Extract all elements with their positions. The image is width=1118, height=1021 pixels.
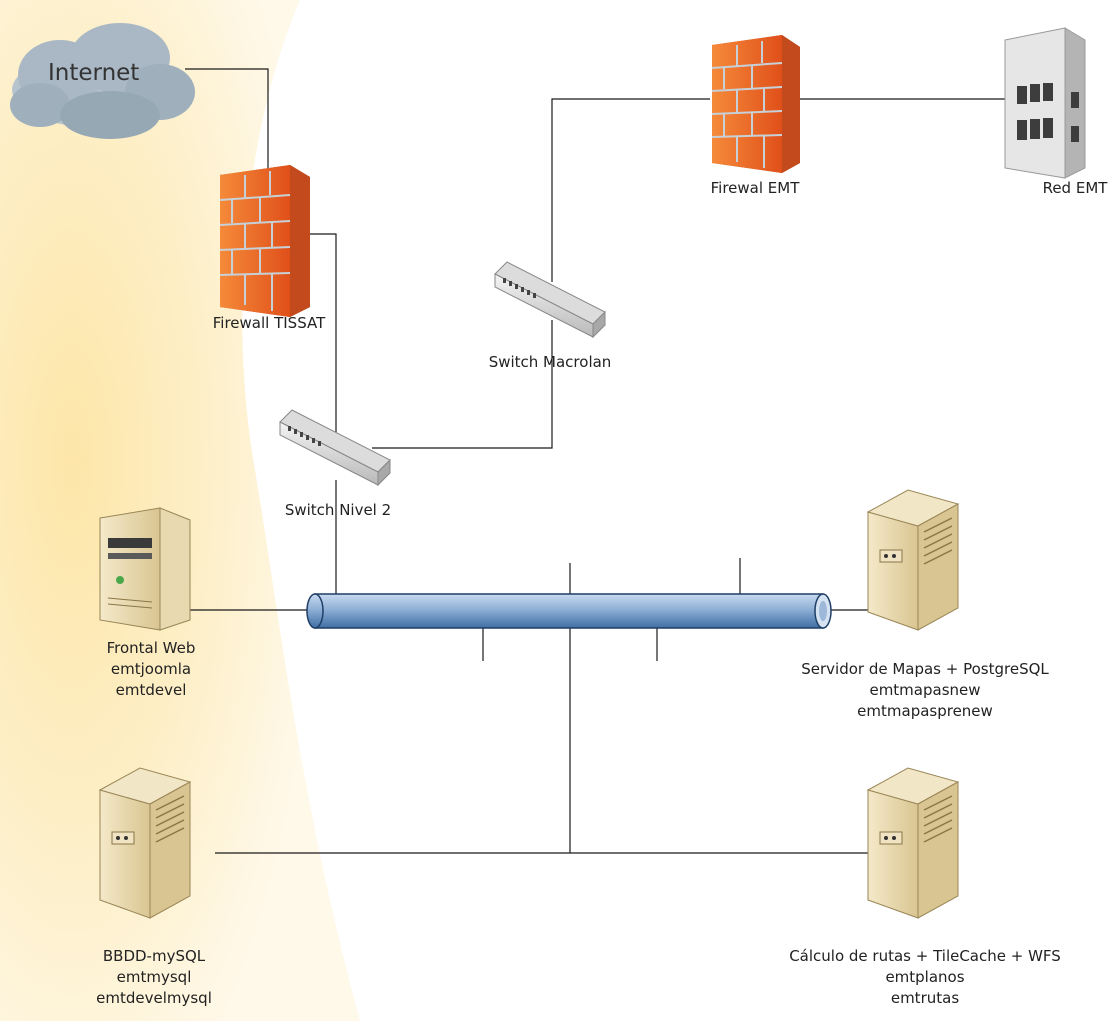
server-icon	[866, 489, 960, 631]
bbdd-mysql-host-2: emtdevelmysql	[96, 989, 212, 1007]
firewall-icon	[711, 35, 800, 173]
servidor-mapas-host-1: emtmapasnew	[869, 681, 981, 699]
calculo-rutas-host-1: emtplanos	[885, 968, 965, 986]
switch-macrolan-label: Switch Macrolan	[488, 353, 612, 371]
server-icon	[98, 767, 192, 919]
switch-icon	[494, 261, 606, 339]
red-emt-label: Red EMT	[1042, 179, 1108, 197]
calculo-rutas-label: Cálculo de rutas + TileCache + WFS emtpl…	[789, 946, 1061, 1009]
servidor-mapas-label: Servidor de Mapas + PostgreSQL emtmapasn…	[801, 659, 1049, 722]
switch-icon	[279, 409, 391, 487]
link-macrolan-firewall-emt	[551, 98, 710, 282]
frontal-web-host-2: emtdevel	[115, 681, 187, 699]
frontal-web-title: Frontal Web	[106, 639, 196, 657]
firewall-tissat-label: Firewall TISSAT	[212, 314, 326, 332]
calculo-rutas-title: Cálculo de rutas + TileCache + WFS	[789, 947, 1061, 965]
servidor-mapas-host-2: emtmapasprenew	[857, 702, 993, 720]
firewall-emt-label: Firewal EMT	[710, 179, 800, 197]
bbdd-mysql-label: BBDD-mySQL emtmysql emtdevelmysql	[96, 946, 212, 1009]
bbdd-mysql-title: BBDD-mySQL	[102, 947, 206, 965]
link-firewall-tissat-down	[310, 233, 337, 440]
cloud-icon	[10, 23, 195, 139]
firewall-icon	[219, 165, 310, 317]
network-bus	[306, 593, 832, 629]
server-icon	[99, 507, 191, 631]
frontal-web-host-1: emtjoomla	[110, 660, 192, 678]
background-accent	[0, 0, 360, 1021]
link-internet-firewall	[185, 68, 269, 168]
internet-label: Internet	[48, 60, 140, 86]
switch-nivel2-label: Switch Nivel 2	[284, 501, 392, 519]
link-switch2-macrolan	[372, 320, 553, 449]
server-icon	[866, 767, 960, 919]
servidor-mapas-title: Servidor de Mapas + PostgreSQL	[801, 660, 1049, 678]
bbdd-mysql-host-1: emtmysql	[116, 968, 192, 986]
calculo-rutas-host-2: emtrutas	[890, 989, 960, 1007]
building-icon	[1004, 27, 1086, 179]
frontal-web-label: Frontal Web emtjoomla emtdevel	[107, 638, 196, 701]
